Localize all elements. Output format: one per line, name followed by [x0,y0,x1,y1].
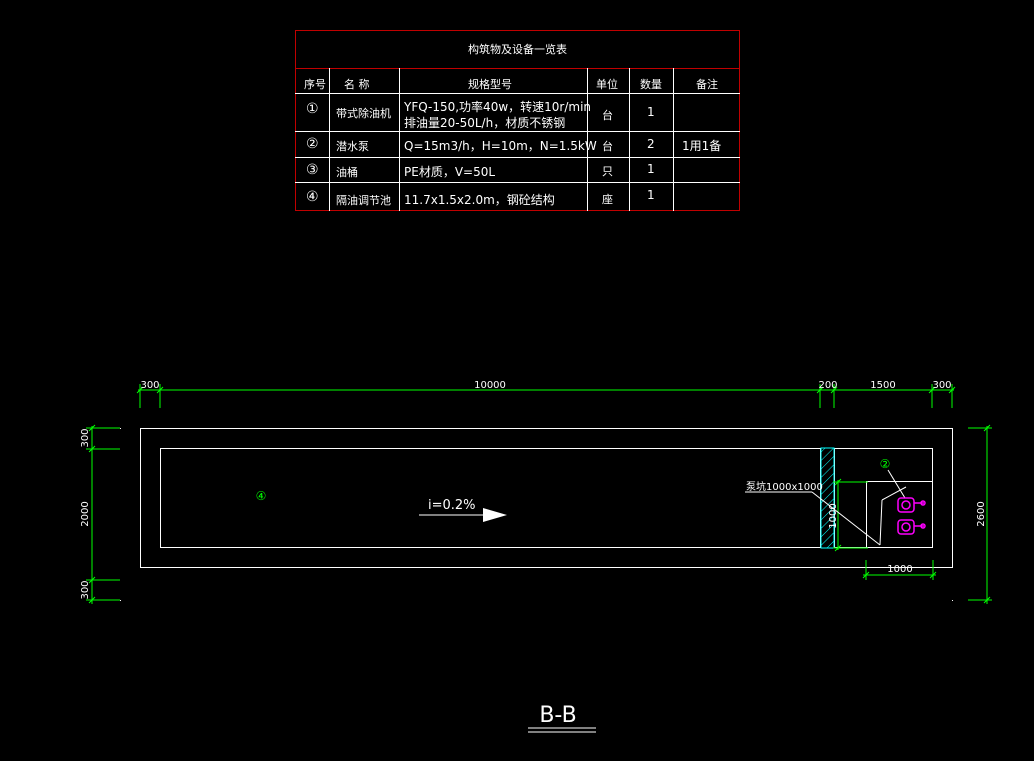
table-grid [295,68,740,211]
header-name: 名 称 [344,78,370,91]
dim-top-1: 300 [140,380,159,391]
row3-no: ③ [306,162,319,178]
arrow-right-icon [483,508,507,522]
row4-qty: 1 [647,188,655,202]
basin-tag: ④ [256,489,267,503]
row2-spec: Q=15m3/h，H=10m，N=1.5kW [404,139,597,153]
partition-wall [820,447,835,549]
row4-no: ④ [306,189,319,205]
row1-spec2: 排油量20-50L/h，材质不锈钢 [404,116,566,130]
slope-label: i=0.2% [428,498,476,513]
row3-unit: 只 [602,165,613,178]
row4-spec: 11.7x1.5x2.0m，钢砼结构 [404,193,555,207]
dim-top-5: 300 [932,380,951,391]
pump-icon [897,519,926,535]
dim-right: 2600 [976,501,987,526]
dim-left-2: 2000 [80,501,91,526]
pump-pit [866,481,933,548]
row1-qty: 1 [647,105,655,119]
dim-top-2: 10000 [474,380,506,391]
header-unit: 单位 [596,78,618,91]
left-dimension [86,424,120,604]
header-note: 备注 [696,78,718,91]
row3-qty: 1 [647,162,655,176]
dim-top-3: 200 [818,380,837,391]
row2-note: 1用1备 [682,139,722,153]
row2-qty: 2 [647,137,655,151]
pit-leader [745,486,907,546]
top-dimension [136,384,956,408]
row1-name: 带式除油机 [336,107,391,120]
row3-name: 油桶 [336,166,358,179]
pump-icon [897,497,926,513]
row2-unit: 台 [602,140,613,153]
row2-no: ② [306,136,319,152]
equipment-table: 构筑物及设备一览表 序号 名 称 规格型号 单位 数量 备注 ① 带式除油机 Y… [295,30,740,211]
table-title: 构筑物及设备一览表 [468,43,567,56]
right-dimension [968,424,992,604]
row4-name: 隔油调节池 [336,194,391,207]
dim-left-1: 300 [80,428,91,447]
pit-label: 泵坑1000x1000 [746,480,823,493]
pit-height-dimension [833,478,868,552]
basin-outer-wall [140,428,953,568]
row1-no: ① [306,101,319,117]
pump-tag-leader [887,469,906,499]
pump-tag: ② [880,457,891,471]
row3-spec: PE材质，V=50L [404,165,496,179]
pit-width-dimension [862,560,937,580]
header-spec: 规格型号 [468,78,512,91]
row1-unit: 台 [602,109,613,122]
section-title: B-B [539,703,576,728]
dim-top-4: 1500 [870,380,895,391]
dim-left-3: 300 [80,580,91,599]
dim-pit-height: 1000 [828,503,839,528]
row4-unit: 座 [602,193,613,206]
reference-dots [120,428,953,601]
row2-name: 潜水泵 [336,140,369,153]
dim-pit-width: 1000 [887,564,912,575]
row1-spec1: YFQ-150,功率40w，转速10r/min [404,100,592,114]
header-no: 序号 [304,78,326,91]
header-qty: 数量 [640,78,662,91]
